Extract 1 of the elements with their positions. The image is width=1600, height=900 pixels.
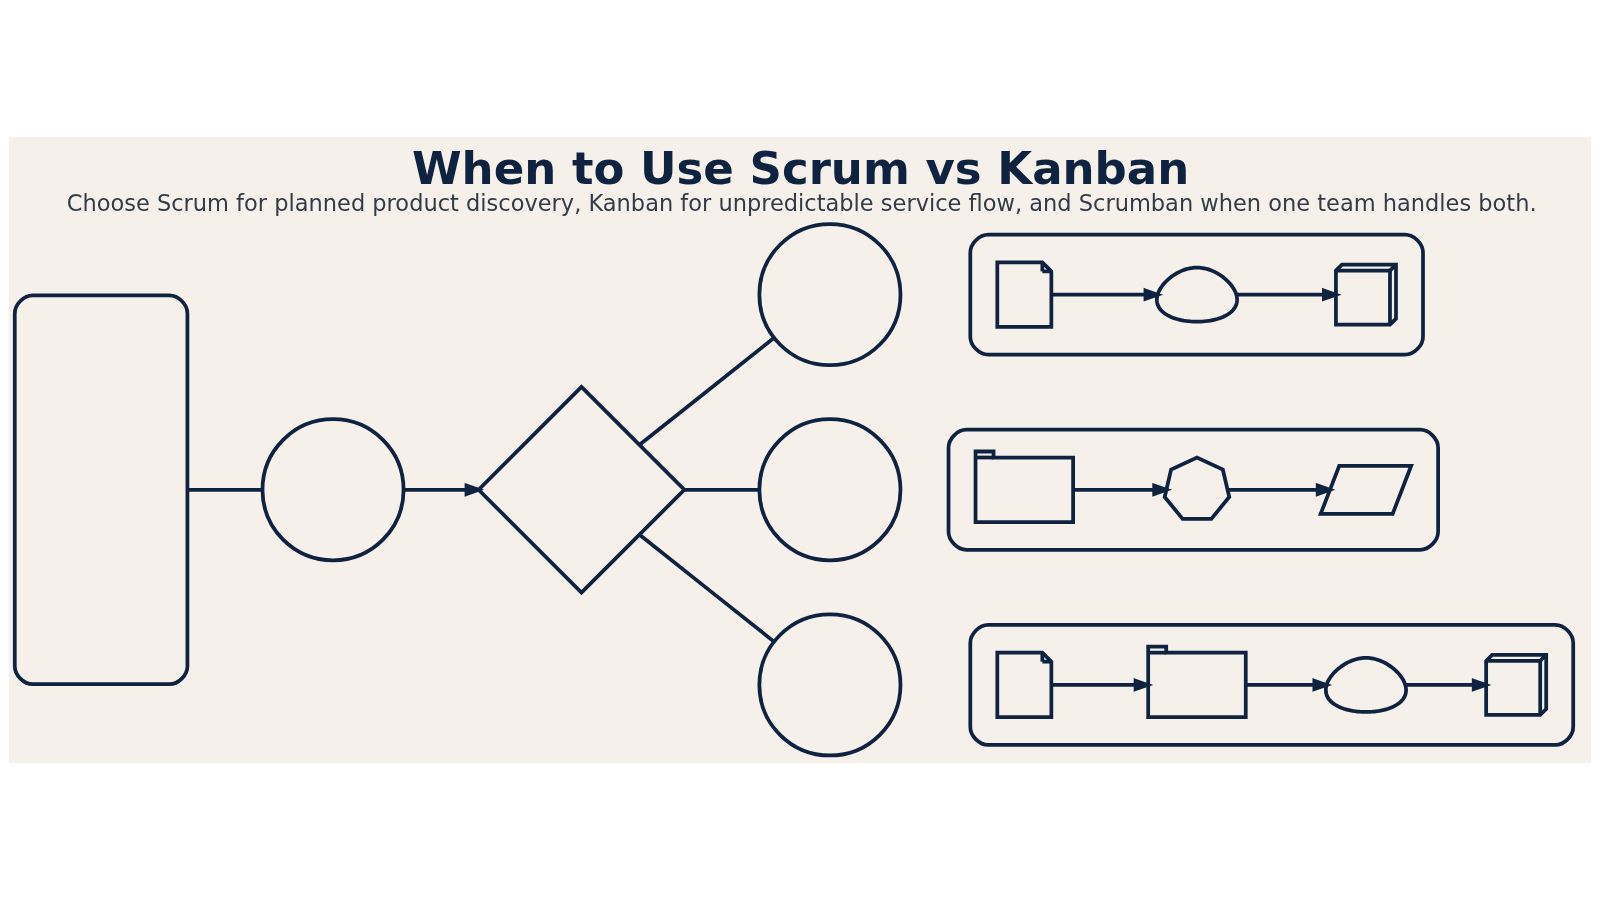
caption: Choose Scrum for planned product discovery, Kanban for unpredictable service flow, and Scrumban when one team handles both. [66,189,1537,216]
